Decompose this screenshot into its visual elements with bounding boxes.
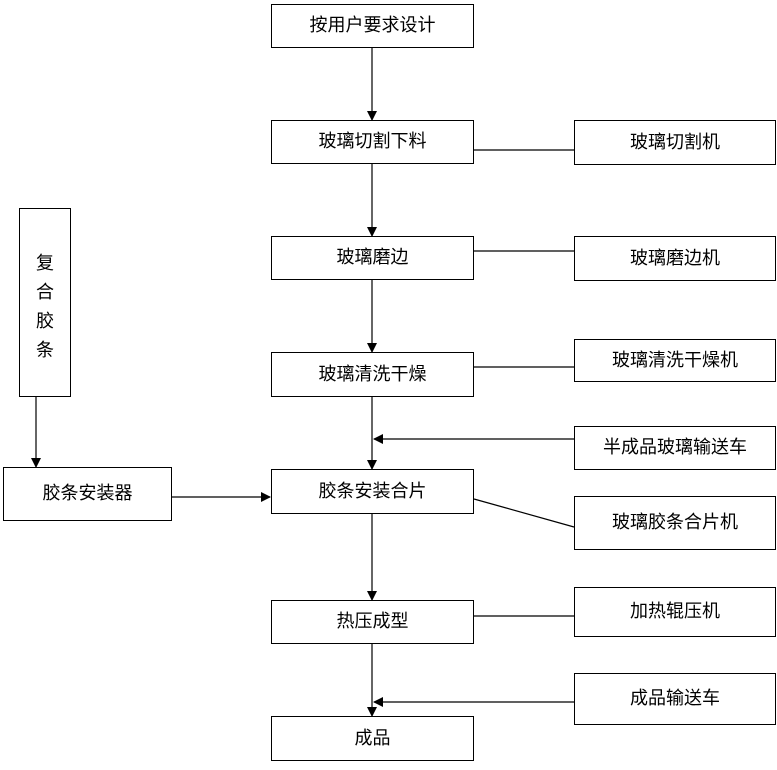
equipment-cutting-machine: 玻璃切割机: [574, 120, 776, 165]
step-glass-cutting: 玻璃切割下料: [271, 120, 474, 164]
equipment-laminating-machine: 玻璃胶条合片机: [574, 496, 776, 550]
step-glass-edging: 玻璃磨边: [271, 236, 474, 280]
composite-strip-char: 复: [36, 253, 54, 274]
step-design: 按用户要求设计: [271, 4, 474, 48]
step-glass-washing: 玻璃清洗干燥: [271, 352, 474, 397]
composite-strip-char: 合: [36, 282, 54, 303]
equipment-heated-roller-press: 加热辊压机: [574, 587, 776, 637]
step-finished-product: 成品: [271, 716, 474, 761]
composite-strip-char: 胶: [36, 311, 54, 332]
equipment-edging-machine: 玻璃磨边机: [574, 236, 776, 281]
step-strip-assembly: 胶条安装合片: [271, 469, 474, 514]
equipment-finished-conveyor: 成品输送车: [574, 673, 776, 725]
composite-strip-char: 条: [36, 340, 54, 361]
connector-laminating-machine: [473, 498, 575, 528]
equipment-semi-conveyor: 半成品玻璃输送车: [574, 426, 776, 470]
equipment-washer-dryer: 玻璃清洗干燥机: [574, 339, 776, 382]
strip-installer-box: 胶条安装器: [3, 467, 172, 521]
step-hot-press: 热压成型: [271, 600, 474, 644]
composite-strip-box: 复 合 胶 条: [19, 208, 71, 397]
